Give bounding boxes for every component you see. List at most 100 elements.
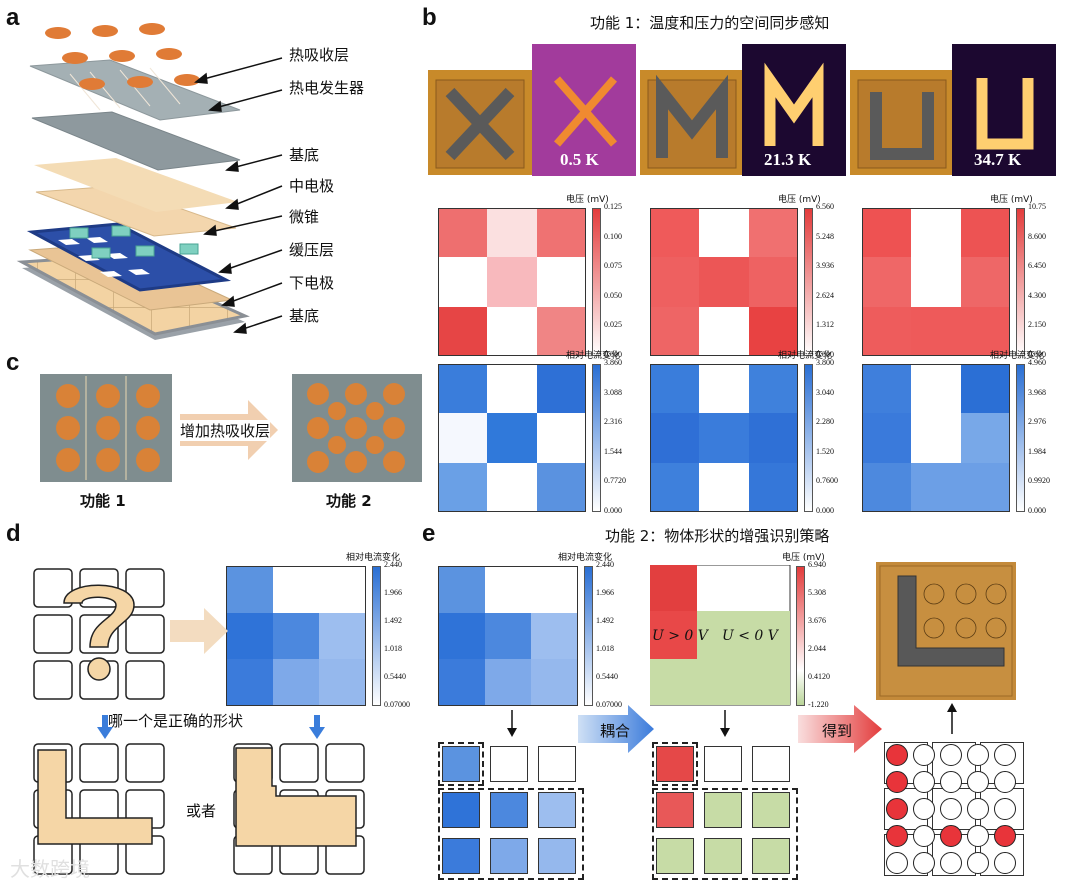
colorbar (804, 208, 813, 356)
grid-tile (752, 792, 790, 828)
sensor-dot (913, 771, 935, 793)
leader-arrows (194, 57, 283, 334)
thermoelectric-layer (29, 59, 241, 121)
colorbar-tick: 2.316 (604, 417, 622, 427)
sensor-dot (940, 798, 962, 820)
heatmap-cell (438, 364, 488, 414)
colorbar-tick: 1.492 (596, 616, 614, 625)
layer-label-generator: 热电发生器 (289, 79, 365, 97)
sensor-dot (913, 825, 935, 847)
colorbar-tick: 1.492 (384, 616, 402, 625)
heatmap-cell (272, 612, 320, 660)
colorbar-tick: 3.800 (816, 358, 834, 367)
sensor-dot (994, 744, 1016, 766)
grid-tile (704, 838, 742, 874)
recognized-shape-grid (884, 740, 1030, 880)
thermal-image-u: 34.7 K (952, 44, 1056, 176)
thermoelectric-traces (69, 67, 181, 111)
colorbar-tick: 0.000 (816, 350, 834, 359)
or-label: 或者 (186, 802, 217, 820)
colorbar-tick: 0.7720 (604, 476, 626, 486)
heatmap-cell (484, 566, 532, 613)
heatmap-cell (536, 462, 586, 512)
colorbar-tick: 0.5440 (596, 672, 618, 681)
grid-tile (656, 746, 694, 782)
colorbar-tick: -1.220 (808, 700, 829, 709)
grid-tile (704, 792, 742, 828)
photo-m-object (640, 70, 744, 175)
colorbar-tick: 0.000 (604, 506, 622, 515)
heatmap-cell (960, 413, 1010, 463)
sensor-dot (940, 771, 962, 793)
heatmap-cell (536, 208, 586, 258)
heatmap-cell (911, 306, 961, 356)
grid-tile (752, 838, 790, 874)
grid-tile (490, 838, 528, 874)
dashed-region-top (438, 742, 484, 786)
colorbar-tick: 6.450 (1028, 261, 1046, 271)
heatmap-cell (319, 612, 366, 660)
heatmap-cell (438, 659, 485, 706)
obtain-arrow (798, 705, 882, 753)
active-sensor-dot (886, 744, 908, 766)
sensor-dot (940, 852, 962, 874)
panel-b-title: 功能 1：温度和压力的空间同步感知 (590, 14, 830, 32)
colorbar-tick: 1.966 (596, 588, 614, 597)
grid-tile (538, 838, 576, 874)
colorbar (372, 566, 381, 706)
colorbar-title: 相对电流变化 (778, 351, 833, 361)
colorbar-tick: 0.7600 (816, 476, 838, 486)
heatmap-cell (226, 566, 273, 613)
layer-label-microcone: 微锥 (289, 208, 320, 226)
panel-label-c: c (6, 349, 20, 376)
heatmap-cell (650, 413, 700, 463)
substrate-gray (31, 111, 241, 171)
heatmap-cell (226, 612, 273, 660)
colorbar-tick: 1.544 (604, 446, 622, 456)
colorbar-tick: 8.600 (1028, 231, 1046, 241)
heatmap-cell (650, 462, 700, 512)
heatmap-cell (319, 659, 366, 706)
sensor-dot (967, 744, 989, 766)
colorbar-tick: 0.025 (604, 320, 622, 330)
active-sensor-dot (886, 771, 908, 793)
heatmap-cell (911, 257, 961, 307)
heatmap-cell (911, 208, 961, 258)
colorbar-title: 相对电流变化 (346, 553, 401, 563)
colorbar-tick: 0.000 (816, 506, 834, 515)
colorbar-tick: 1.966 (384, 588, 402, 597)
colorbar-title: 相对电流变化 (558, 553, 613, 563)
heatmap-cell (862, 208, 912, 258)
grid-tile (656, 792, 694, 828)
heatmap-cell (650, 257, 700, 307)
layer-label-absorber: 热吸收层 (289, 46, 350, 64)
sensor-dot (967, 852, 989, 874)
colorbar-tick: 3.860 (604, 358, 622, 367)
colorbar (592, 208, 601, 356)
heatmap-cell (960, 257, 1010, 307)
obtain-label: 得到 (822, 722, 853, 740)
colorbar-tick: 2.044 (808, 644, 826, 653)
colorbar-tick: 1.984 (1028, 446, 1046, 456)
sensor-dot (886, 852, 908, 874)
thermal-image-x: 0.5 K (532, 44, 636, 176)
heatmap-cell (862, 462, 912, 512)
heatmap-cell (699, 306, 749, 356)
heatmap-cell (748, 364, 798, 414)
colorbar (1016, 364, 1025, 512)
colorbar-tick: 2.624 (816, 290, 834, 300)
add-absorber-label: 增加热吸收层 (180, 420, 271, 441)
panel-label-e: e (422, 520, 436, 547)
colorbar-tick: 2.976 (1028, 417, 1046, 427)
heatmap-cell (531, 659, 578, 706)
heatmap-cell (650, 306, 700, 356)
down-arrow-1 (507, 710, 517, 737)
colorbar-tick: 0.050 (604, 290, 622, 300)
colorbar-tick: 0.5440 (384, 672, 406, 681)
layer-label-middle-electrode: 中电极 (289, 177, 335, 195)
sensor-dot (994, 771, 1016, 793)
heatmap-cell (226, 659, 273, 706)
colorbar-title: 相对电流变化 (990, 351, 1045, 361)
heatmap-cell (650, 208, 700, 258)
colorbar-tick: 4.960 (1028, 358, 1046, 367)
